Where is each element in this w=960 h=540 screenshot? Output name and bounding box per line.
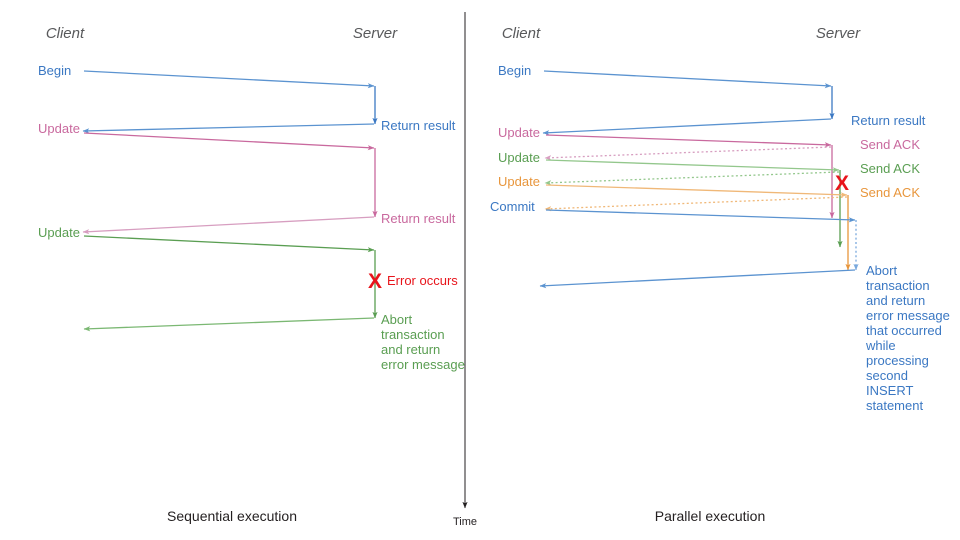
message-update-1-request bbox=[83, 132, 375, 151]
error-x-mark: X bbox=[835, 172, 849, 195]
time-axis-label: Time bbox=[453, 516, 477, 528]
client-label-commit: Commit bbox=[490, 199, 535, 214]
panel-caption-sequential: Sequential execution bbox=[167, 508, 297, 524]
server-label-send-ack-3: Send ACK bbox=[860, 185, 920, 200]
time-axis-group: Time bbox=[453, 12, 477, 528]
message-return-result-2-response bbox=[82, 216, 375, 235]
server-label-send-ack-1: Send ACK bbox=[860, 137, 920, 152]
message-return-result-response bbox=[542, 118, 832, 136]
lifeline-header-server: Server bbox=[353, 25, 398, 42]
server-label-return-result: Return result bbox=[851, 113, 926, 128]
server-label-error-occurs: Error occurs bbox=[387, 273, 458, 288]
message-update-1-request bbox=[545, 134, 832, 148]
lifeline-header-client: Client bbox=[46, 25, 85, 42]
message-abort-response bbox=[539, 269, 856, 289]
message-begin-request bbox=[543, 70, 832, 89]
message-update-2-request bbox=[83, 235, 375, 253]
client-label-update-1: Update bbox=[498, 125, 540, 140]
message-begin-request bbox=[83, 70, 375, 89]
client-label-begin: Begin bbox=[38, 63, 71, 78]
server-label-return-result-1: Return result bbox=[381, 118, 456, 133]
client-label-update-3: Update bbox=[498, 174, 540, 189]
server-label-return-result-2: Return result bbox=[381, 211, 456, 226]
panel-caption-parallel: Parallel execution bbox=[655, 508, 766, 524]
message-send-ack-2-response bbox=[544, 171, 840, 186]
lifeline-header-client: Client bbox=[502, 25, 541, 42]
message-update-2-request bbox=[545, 159, 840, 173]
lifeline-header-server: Server bbox=[816, 25, 861, 42]
message-abort-response bbox=[83, 317, 375, 332]
client-label-begin: Begin bbox=[498, 63, 531, 78]
message-return-result-1-response bbox=[82, 123, 375, 134]
server-label-send-ack-2: Send ACK bbox=[860, 161, 920, 176]
error-x-mark: X bbox=[368, 270, 382, 293]
client-label-update-1: Update bbox=[38, 121, 80, 136]
message-update-3-request bbox=[545, 184, 848, 198]
message-send-ack-1-response bbox=[544, 146, 832, 161]
client-label-update-2: Update bbox=[498, 150, 540, 165]
message-commit-request bbox=[545, 209, 856, 223]
client-label-update-2: Update bbox=[38, 225, 80, 240]
message-send-ack-3-response bbox=[544, 196, 848, 212]
